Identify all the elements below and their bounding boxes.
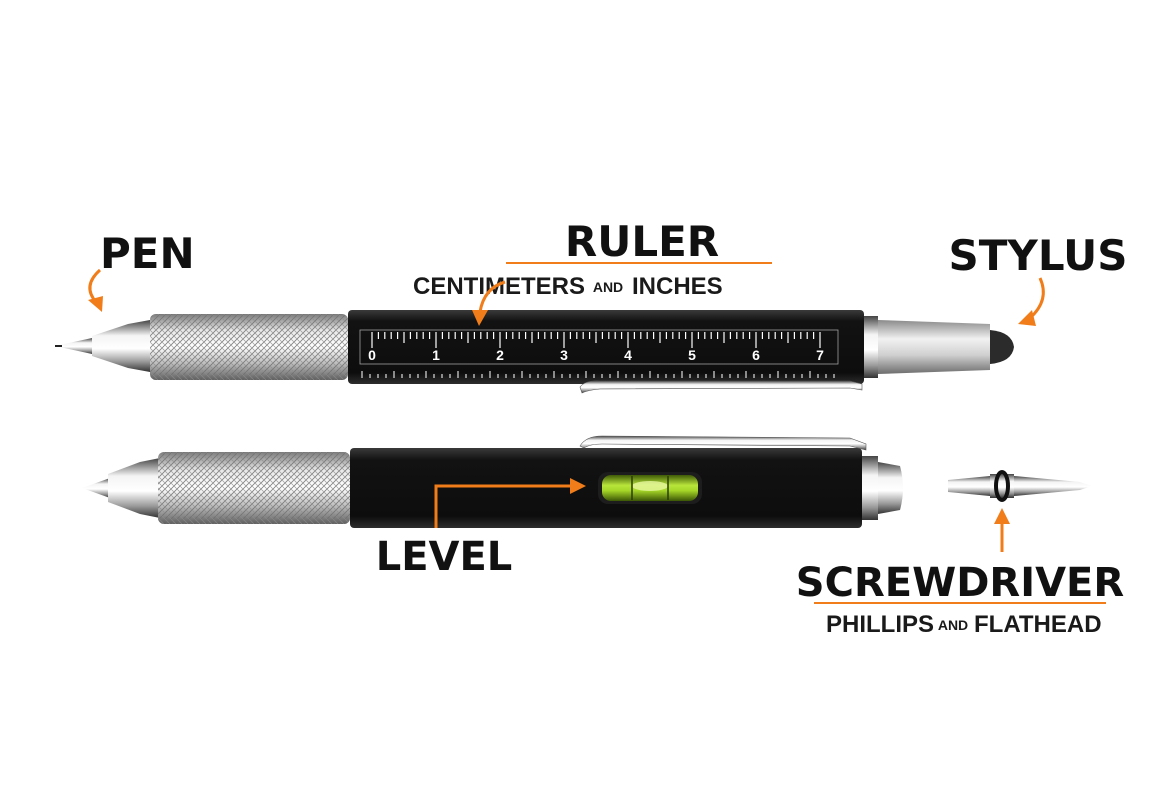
level-label: LEVEL xyxy=(376,534,513,580)
phillips-icon xyxy=(1014,476,1092,496)
pen-cone xyxy=(92,320,150,372)
stylus-label: STYLUS xyxy=(949,231,1128,280)
flathead-icon xyxy=(948,476,990,496)
ruler-arrow-icon xyxy=(472,310,488,326)
ruler-number: 5 xyxy=(688,347,696,363)
screw-sub-and: AND xyxy=(938,617,968,633)
ruler-label: RULER xyxy=(565,217,719,266)
ruler-number: 1 xyxy=(432,347,440,363)
screw-sub-flathead: FLATHEAD xyxy=(974,611,1102,638)
screwdriver-label: SCREWDRIVER xyxy=(796,560,1124,606)
bottom-pen xyxy=(82,435,903,528)
pen-label: PEN xyxy=(100,229,195,278)
pen-tip-icon xyxy=(55,338,92,354)
stylus-cap xyxy=(878,320,990,374)
ruler-sub-centimeters: CENTIMETERS xyxy=(413,273,585,300)
ruler-sub-and: AND xyxy=(593,279,623,295)
ruler-number: 4 xyxy=(624,347,632,363)
pen-tip-icon-2 xyxy=(82,478,110,498)
ruler-number: 0 xyxy=(368,347,376,363)
inch-scale xyxy=(361,371,835,378)
level-arrow-icon xyxy=(570,478,586,494)
ruler-number: 6 xyxy=(752,347,760,363)
ruler-numbers: 0 1 2 3 4 5 6 7 xyxy=(368,347,824,363)
ruler-scale xyxy=(371,332,821,348)
stylus-tip-icon xyxy=(990,330,1014,364)
pen-arrow-icon xyxy=(88,296,103,312)
ruler-sub-inches: INCHES xyxy=(632,273,723,300)
top-pen: 0 1 2 3 4 5 6 7 xyxy=(55,310,1014,394)
pen-clip-2 xyxy=(579,435,867,451)
ruler-body xyxy=(348,310,864,384)
ruler-number: 2 xyxy=(496,347,504,363)
screwdriver-arrow-icon xyxy=(994,508,1010,524)
screwdriver-bit xyxy=(948,470,1092,502)
screw-sub-phillips: PHILLIPS xyxy=(826,611,934,638)
pen-clip xyxy=(579,380,863,394)
stylus-arrow-icon xyxy=(1018,310,1036,326)
ruler-number: 7 xyxy=(816,347,824,363)
ruler-number: 3 xyxy=(560,347,568,363)
